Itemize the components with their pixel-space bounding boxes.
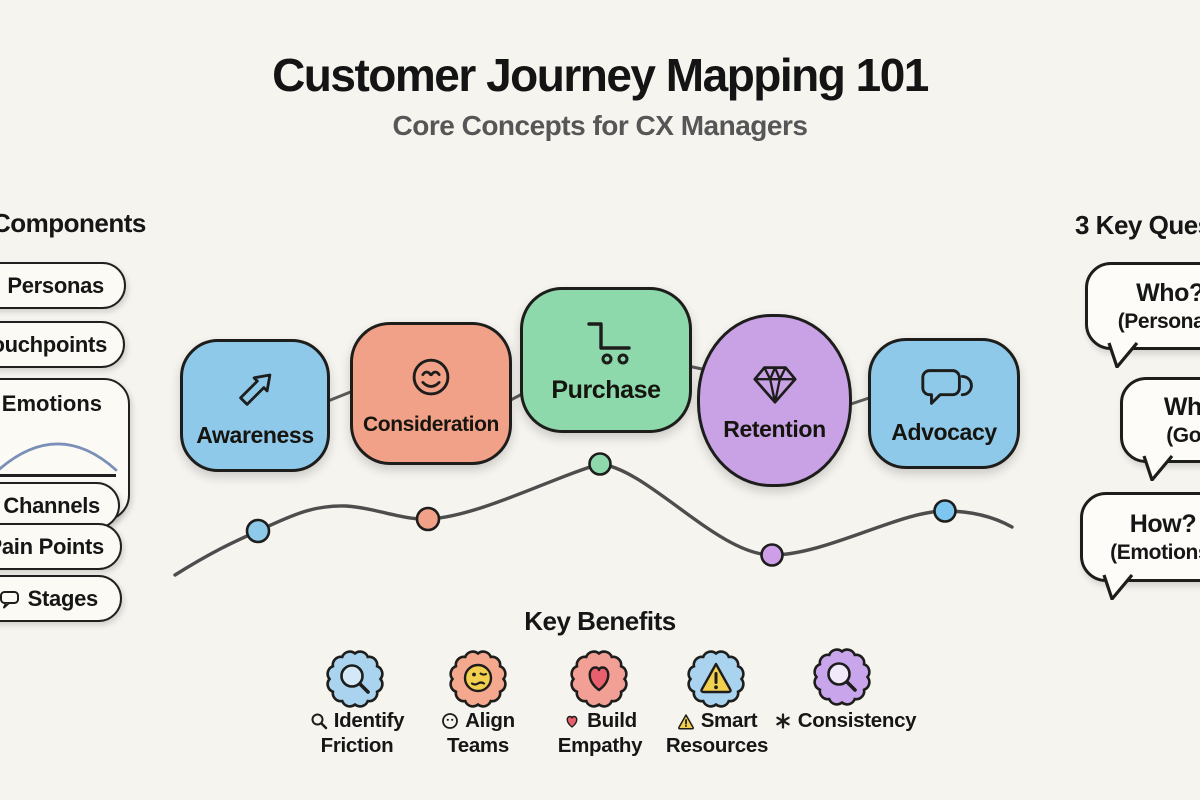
component-pill-channels: Channels [0, 482, 120, 529]
trending-arrow-icon [239, 373, 272, 406]
benefit-label-line: Consistency [797, 709, 917, 732]
gem-icon [752, 366, 797, 404]
magnifier-icon [827, 662, 857, 692]
component-label: Touchpoints [0, 331, 107, 357]
stage-label: Retention [723, 416, 826, 442]
component-pill-touchpoints: Touchpoints [0, 321, 125, 368]
benefit-label-consistency: Consistency [765, 708, 925, 733]
stage-label: Awareness [196, 422, 314, 448]
stage-label: Consideration [363, 412, 499, 436]
warning-icon [700, 662, 732, 694]
face-icon [463, 663, 493, 693]
benefits-heading: Key Benefits [524, 606, 676, 636]
question-subtext: (Emotions) [1110, 540, 1200, 564]
benefit-label-line: Build [587, 709, 637, 732]
wave-dot-retention [760, 543, 784, 567]
benefit-label-line: Friction [320, 734, 394, 757]
heart-icon [588, 666, 610, 692]
speech-bubbles-icon [921, 369, 973, 405]
warning-icon [677, 713, 694, 730]
bubble-tail [1107, 342, 1139, 368]
stage-awareness: Awareness [180, 339, 330, 472]
page-subtitle: Core Concepts for CX Managers [392, 110, 808, 141]
benefit-label-line: Resources [665, 734, 769, 757]
benefit-label-identify-friction: Identify Friction [277, 708, 437, 758]
benefit-label-build-empathy: Build Empathy [520, 708, 680, 758]
benefit-badge-build-empathy [570, 650, 628, 708]
shopping-cart-icon [587, 321, 631, 364]
magnifier-icon [340, 664, 370, 694]
wave-dot-awareness [245, 518, 271, 544]
connector-line [850, 396, 870, 406]
page-title: Customer Journey Mapping 101 [272, 49, 929, 101]
question-bubble-who: Who? (Personas) [1085, 262, 1200, 368]
question-bubble-how: How? (Emotions) [1080, 492, 1200, 600]
question-subtext: (Goals) [1166, 423, 1200, 447]
magnifier-icon [311, 713, 327, 729]
stage-advocacy: Advocacy [868, 338, 1020, 469]
stage-label: Advocacy [891, 419, 997, 445]
stage-label: Purchase [551, 375, 661, 404]
emotion-curve-icon [0, 442, 118, 472]
component-pill-stages: Stages [0, 575, 122, 622]
question-bubble-what: What? (Goals) [1120, 377, 1200, 481]
questions-heading: 3 Key Questions [1075, 210, 1200, 240]
component-label: Channels [3, 492, 100, 518]
asterisk-icon [775, 712, 790, 729]
stage-retention: Retention [697, 314, 852, 487]
benefit-badge-smart-resources [687, 650, 745, 708]
wave-dot-advocacy [933, 499, 957, 523]
bubble-tail [1142, 455, 1174, 481]
benefit-badge-consistency [813, 648, 871, 706]
component-label: Stages [27, 585, 99, 611]
stage-consideration: Consideration [350, 322, 512, 465]
benefit-label-line: Smart [700, 709, 758, 732]
benefit-badge-identify-friction [326, 650, 384, 708]
benefit-badge-align-teams [449, 650, 507, 708]
question-text: What? [1163, 392, 1200, 421]
benefit-label-line: Identify [333, 709, 405, 732]
component-pill-personas: Personas [0, 262, 126, 309]
component-label: Emotions [1, 391, 102, 416]
question-subtext: (Personas) [1117, 309, 1200, 333]
benefit-label-line: Align [465, 709, 515, 732]
benefit-label-smart-resources: Smart Resources [637, 708, 797, 758]
benefit-label-line: Empathy [557, 734, 643, 757]
wave-dot-purchase [588, 452, 612, 476]
journey-wave-line [173, 462, 1014, 577]
bubble-tail [1102, 574, 1134, 600]
wave-dot-consideration [415, 506, 441, 532]
component-pill-pain-points: Pain Points [0, 523, 122, 570]
heart-icon [566, 715, 578, 728]
component-label: Pain Points [0, 533, 104, 559]
speech-bubble-icon [0, 590, 19, 608]
emotion-axis-line [0, 474, 116, 477]
smiley-icon [412, 358, 450, 395]
face-icon [442, 712, 459, 729]
benefit-label-align-teams: Align Teams [398, 708, 558, 758]
component-label: Personas [7, 272, 104, 298]
question-text: Who? [1136, 278, 1200, 307]
benefit-label-line: Teams [447, 734, 509, 757]
stage-purchase: Purchase [520, 287, 692, 433]
components-heading: Components [0, 208, 146, 238]
question-text: How? [1129, 509, 1197, 538]
